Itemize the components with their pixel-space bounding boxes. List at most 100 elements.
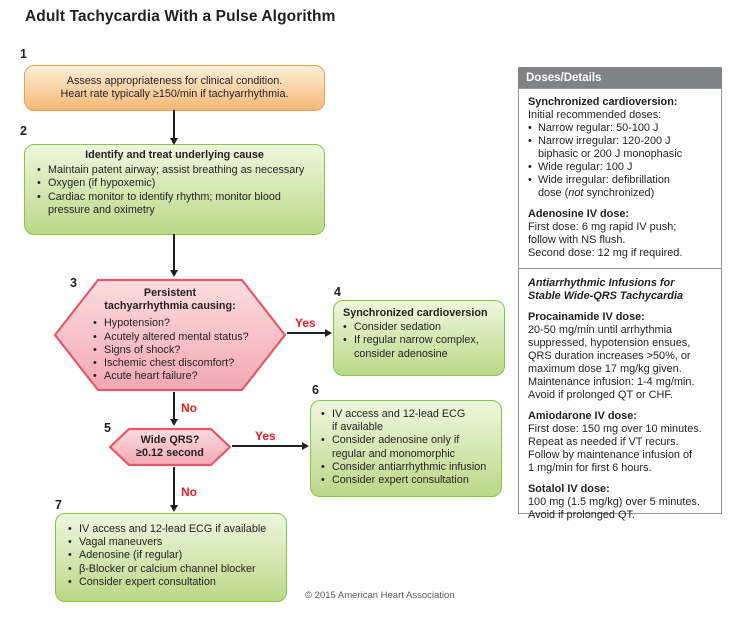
bullet-item: • Consider expert consultation (321, 474, 497, 487)
doses-section: Amiodarone IV dose:First dose: 150 mg ov… (528, 410, 713, 475)
bullet-item: •Ischemic chest discomfort? (93, 357, 273, 370)
bullet-dot: • (528, 161, 532, 173)
bullet-dot: • (93, 343, 97, 356)
yes-label-hex3: Yes (295, 316, 316, 330)
section-italic-heading: Antiarrhythmic Infusions for Stable Wide… (528, 277, 684, 302)
step-5-hexagon: Wide QRS? ≥0.12 second (108, 427, 232, 467)
section-text: 100 mg (1.5 mg/kg) over 5 minutes. Avoid… (528, 496, 700, 521)
bullet-item: • Consider expert consultation (68, 576, 282, 589)
bullet-text: Wide irregular: defibrillation dose (not… (538, 174, 670, 199)
section-intro: Initial recommended doses: (528, 109, 662, 121)
bullet-item: • Narrow regular: 50-100 J (528, 122, 713, 135)
bullet-item: • Vagal maneuvers (68, 536, 282, 549)
arrow-hex5-to-box6 (232, 441, 309, 450)
bullet-dot: • (321, 408, 325, 420)
bullet-dot: • (321, 474, 325, 487)
doses-section: Procainamide IV dose:20-50 mg/min until … (528, 311, 713, 402)
bullet-text: Consider expert consultation (79, 575, 216, 588)
bullet-text: Ischemic chest discomfort? (104, 357, 235, 370)
copyright-text: © 2015 American Heart Association (305, 590, 455, 601)
section-heading: Amiodarone IV dose: (528, 410, 637, 422)
bullet-item: • Maintain patent airway; assist breathin… (37, 164, 320, 177)
bullet-text: IV access and 12-lead ECG if available (79, 523, 267, 535)
yes-label-hex5: Yes (255, 429, 276, 443)
bullet-item: • IV access and 12-lead ECG if available (321, 408, 497, 434)
step-1-text: Assess appropriateness for clinical cond… (60, 74, 289, 100)
bullet-dot: • (528, 135, 532, 147)
bullet-text: Wide regular: 100 J (538, 161, 633, 173)
bullet-dot: • (321, 434, 325, 447)
arrow-hex3-to-box4 (287, 328, 332, 337)
bullet-dot: • (37, 164, 41, 177)
step-3-content: Persistent tachyarrhythmia causing: •Hyp… (53, 278, 287, 392)
bullet-text: Consider sedation (354, 321, 442, 334)
step-3-number: 3 (70, 276, 77, 290)
bullet-dot: • (68, 575, 72, 588)
bullet-dot: • (93, 317, 97, 330)
bullet-text: Acutely altered mental status? (104, 330, 249, 343)
step-4-number: 4 (334, 285, 341, 299)
bullet-text: β-Blocker or calcium channel blocker (79, 562, 256, 575)
bullet-text: Narrow regular: 50-100 J (538, 122, 659, 134)
bullet-item: •If regular narrow complex, consider ade… (343, 334, 500, 360)
section-text: 20-50 mg/min until arrhythmia suppressed… (528, 324, 695, 401)
bullet-item: • Wide regular: 100 J (528, 161, 713, 174)
step-3-hexagon: Persistent tachyarrhythmia causing: •Hyp… (53, 278, 287, 392)
bullet-text: Adenosine (if regular) (79, 549, 183, 562)
bullet-item: •Cardiac monitor to identify rhythm; mon… (37, 191, 320, 217)
bullet-item: • IV access and 12-lead ECG if available (68, 523, 282, 536)
section-heading: Adenosine IV dose: (528, 208, 630, 220)
bullet-item: • Wide irregular: defibrillation dose (no… (528, 174, 713, 200)
bullet-item: • Hypotension? (93, 317, 273, 330)
arrow-hex5-to-box7 (169, 467, 178, 512)
doses-section: Antiarrhythmic Infusions for Stable Wide… (528, 277, 713, 303)
step-4-header: Synchronized cardioversion (343, 307, 488, 319)
bullet-text: Maintain patent airway; assist breathing… (48, 164, 305, 177)
step-6-number: 6 (312, 383, 319, 397)
bullet-dot: • (528, 174, 532, 186)
bullet-dot: • (68, 523, 72, 535)
bullet-item: • β-Blocker or calcium channel blocker (68, 563, 282, 576)
bullet-item: • Consider antiarrhythmic infusion (321, 461, 497, 474)
step-7-box: •IV access and 12-lead ECG if available•… (55, 513, 287, 602)
bullet-text: IV access and 12-lead ECG if available (332, 408, 466, 434)
bullet-dot: • (68, 536, 72, 549)
step-1-box: Assess appropriateness for clinical cond… (24, 65, 325, 111)
bullet-text: Narrow irregular: 120-200 J biphasic or … (538, 135, 683, 160)
bullet-text: Vagal maneuvers (79, 536, 163, 549)
doses-section: Sotalol IV dose:100 mg (1.5 mg/kg) over … (528, 483, 713, 522)
doses-details-body: Synchronized cardioversion:Initial recom… (518, 88, 722, 521)
bullet-text: Acute heart failure? (104, 370, 198, 383)
bullet-text: Oxygen (if hypoxemic) (48, 177, 156, 190)
hexagon-shape (53, 278, 287, 392)
step-2-number: 2 (20, 124, 27, 138)
section-divider (519, 268, 721, 269)
bullet-dot: • (37, 177, 41, 190)
bullet-item: • Acute heart failure? (93, 370, 273, 383)
section-text: First dose: 6 mg rapid IV push; follow w… (528, 221, 683, 259)
bullet-text: Consider expert consultation (332, 474, 469, 487)
step-6-box: •IV access and 12-lead ECG if available•… (310, 400, 502, 497)
bullet-dot: • (528, 122, 532, 134)
bullet-text: Consider antiarrhythmic infusion (332, 460, 487, 473)
section-heading: Sotalol IV dose: (528, 483, 610, 495)
step-7-number: 7 (55, 498, 62, 512)
page-title: Adult Tachycardia With a Pulse Algorithm (25, 8, 336, 25)
bullet-text: Consider adenosine only if regular and m… (332, 434, 460, 460)
step-2-bullets: • Maintain patent airway; assist breathin… (25, 164, 324, 217)
bullet-dot: • (68, 562, 72, 575)
hexagon-shape (108, 427, 232, 467)
bullet-dot: • (93, 370, 97, 383)
step-4-bullets: • Consider sedation•If regular narrow com… (334, 321, 504, 361)
step-6-bullets: •IV access and 12-lead ECG if available•… (311, 408, 501, 487)
bullet-dot: • (321, 460, 325, 473)
bullet-text: Hypotension? (104, 317, 171, 330)
step-5-number: 5 (104, 421, 111, 435)
arrow-box1-to-box2 (169, 110, 178, 145)
step-7-bullets: •IV access and 12-lead ECG if available•… (56, 523, 286, 589)
bullet-item: •Adenosine (if regular) (68, 549, 282, 562)
section-text: First dose: 150 mg over 10 minutes. Repe… (528, 423, 702, 474)
no-label-hex3: No (181, 401, 197, 415)
bullet-dot: • (343, 334, 347, 347)
